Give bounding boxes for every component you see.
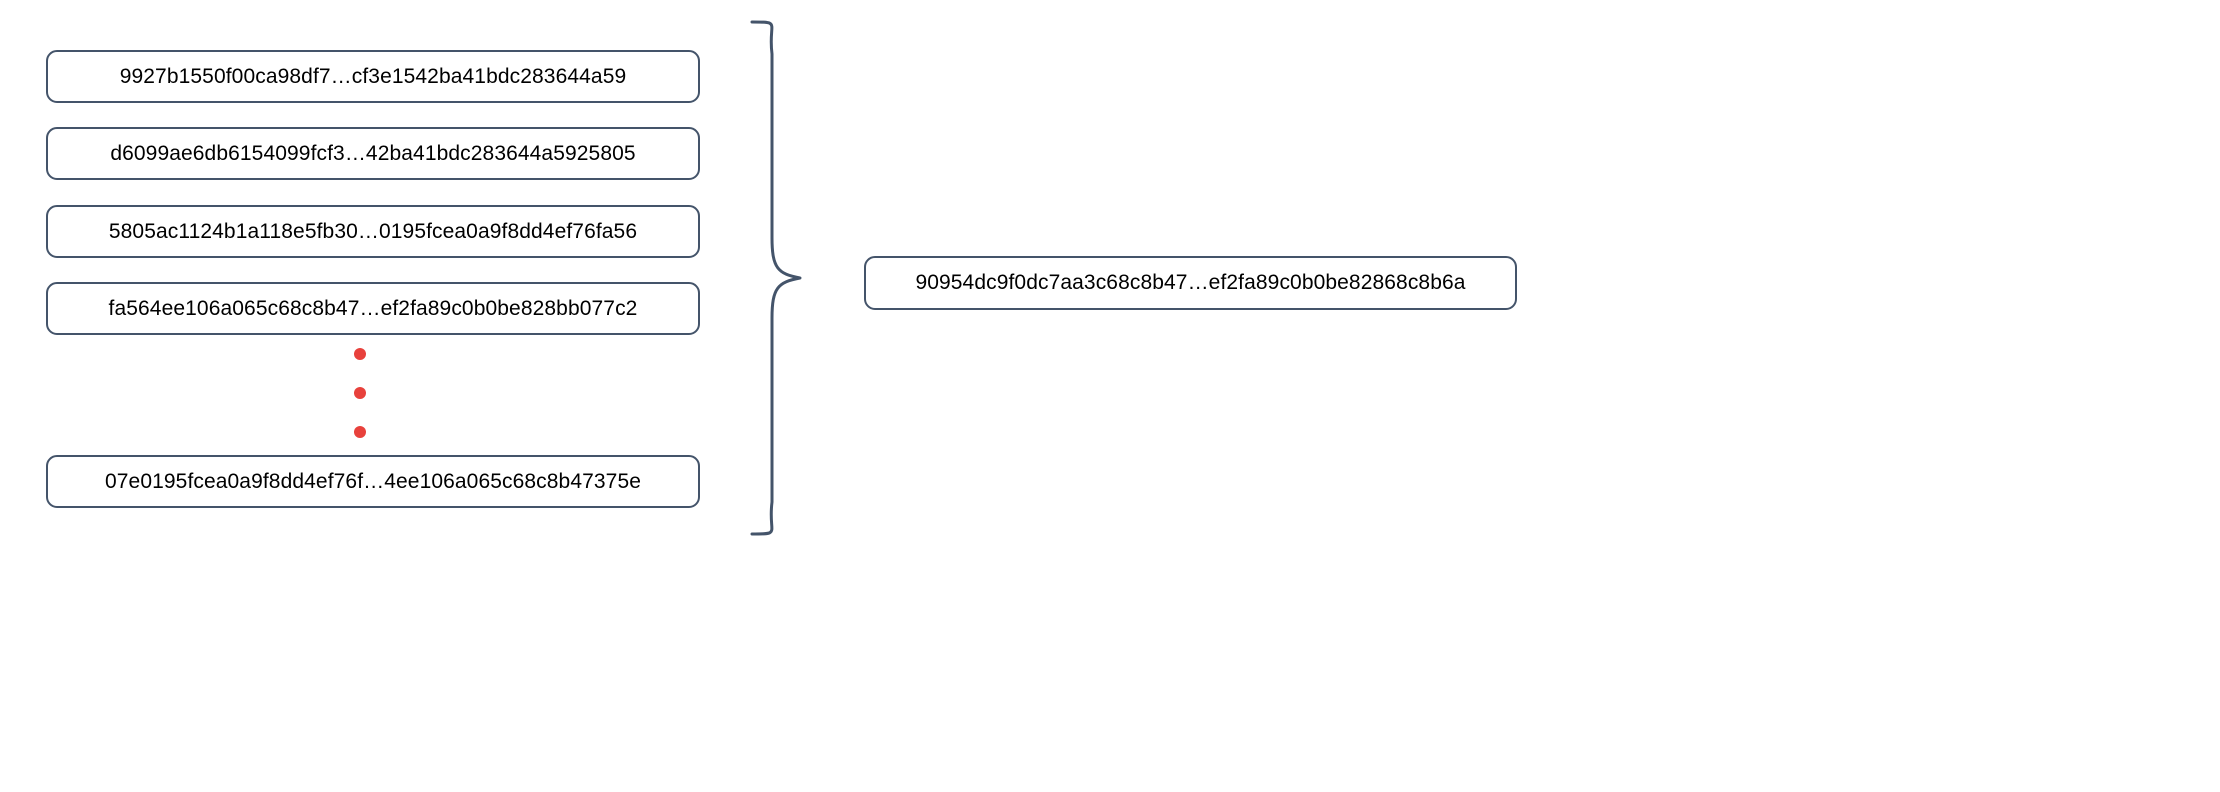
ellipsis-dot-2 <box>354 387 366 399</box>
output-hash-label: 90954dc9f0dc7aa3c68c8b47…ef2fa89c0b0be82… <box>915 271 1466 294</box>
vertical-ellipsis <box>330 348 390 438</box>
input-hash-label-4: fa564ee106a065c68c8b47…ef2fa89c0b0be828b… <box>108 296 638 320</box>
input-hash-box-1[interactable]: 9927b1550f00ca98df7…cf3e1542ba41bdc28364… <box>46 50 700 103</box>
input-hash-label-last: 07e0195fcea0a9f8dd4ef76f…4ee106a065c68c8… <box>104 469 642 493</box>
input-hash-box-3[interactable]: 5805ac1124b1a118e5fb30…0195fcea0a9f8dd4e… <box>46 205 700 258</box>
curly-brace <box>742 18 814 538</box>
input-hash-box-4[interactable]: fa564ee106a065c68c8b47…ef2fa89c0b0be828b… <box>46 282 700 335</box>
input-hash-box-last[interactable]: 07e0195fcea0a9f8dd4ef76f…4ee106a065c68c8… <box>46 455 700 508</box>
output-hash-box[interactable]: 90954dc9f0dc7aa3c68c8b47…ef2fa89c0b0be82… <box>864 256 1517 310</box>
input-hash-label-1: 9927b1550f00ca98df7…cf3e1542ba41bdc28364… <box>119 64 627 88</box>
input-hash-label-2: d6099ae6db6154099fcf3…42ba41bdc283644a59… <box>110 141 636 165</box>
input-hash-box-2[interactable]: d6099ae6db6154099fcf3…42ba41bdc283644a59… <box>46 127 700 180</box>
ellipsis-dot-1 <box>354 348 366 360</box>
ellipsis-dot-3 <box>354 426 366 438</box>
input-hash-label-3: 5805ac1124b1a118e5fb30…0195fcea0a9f8dd4e… <box>108 219 638 243</box>
